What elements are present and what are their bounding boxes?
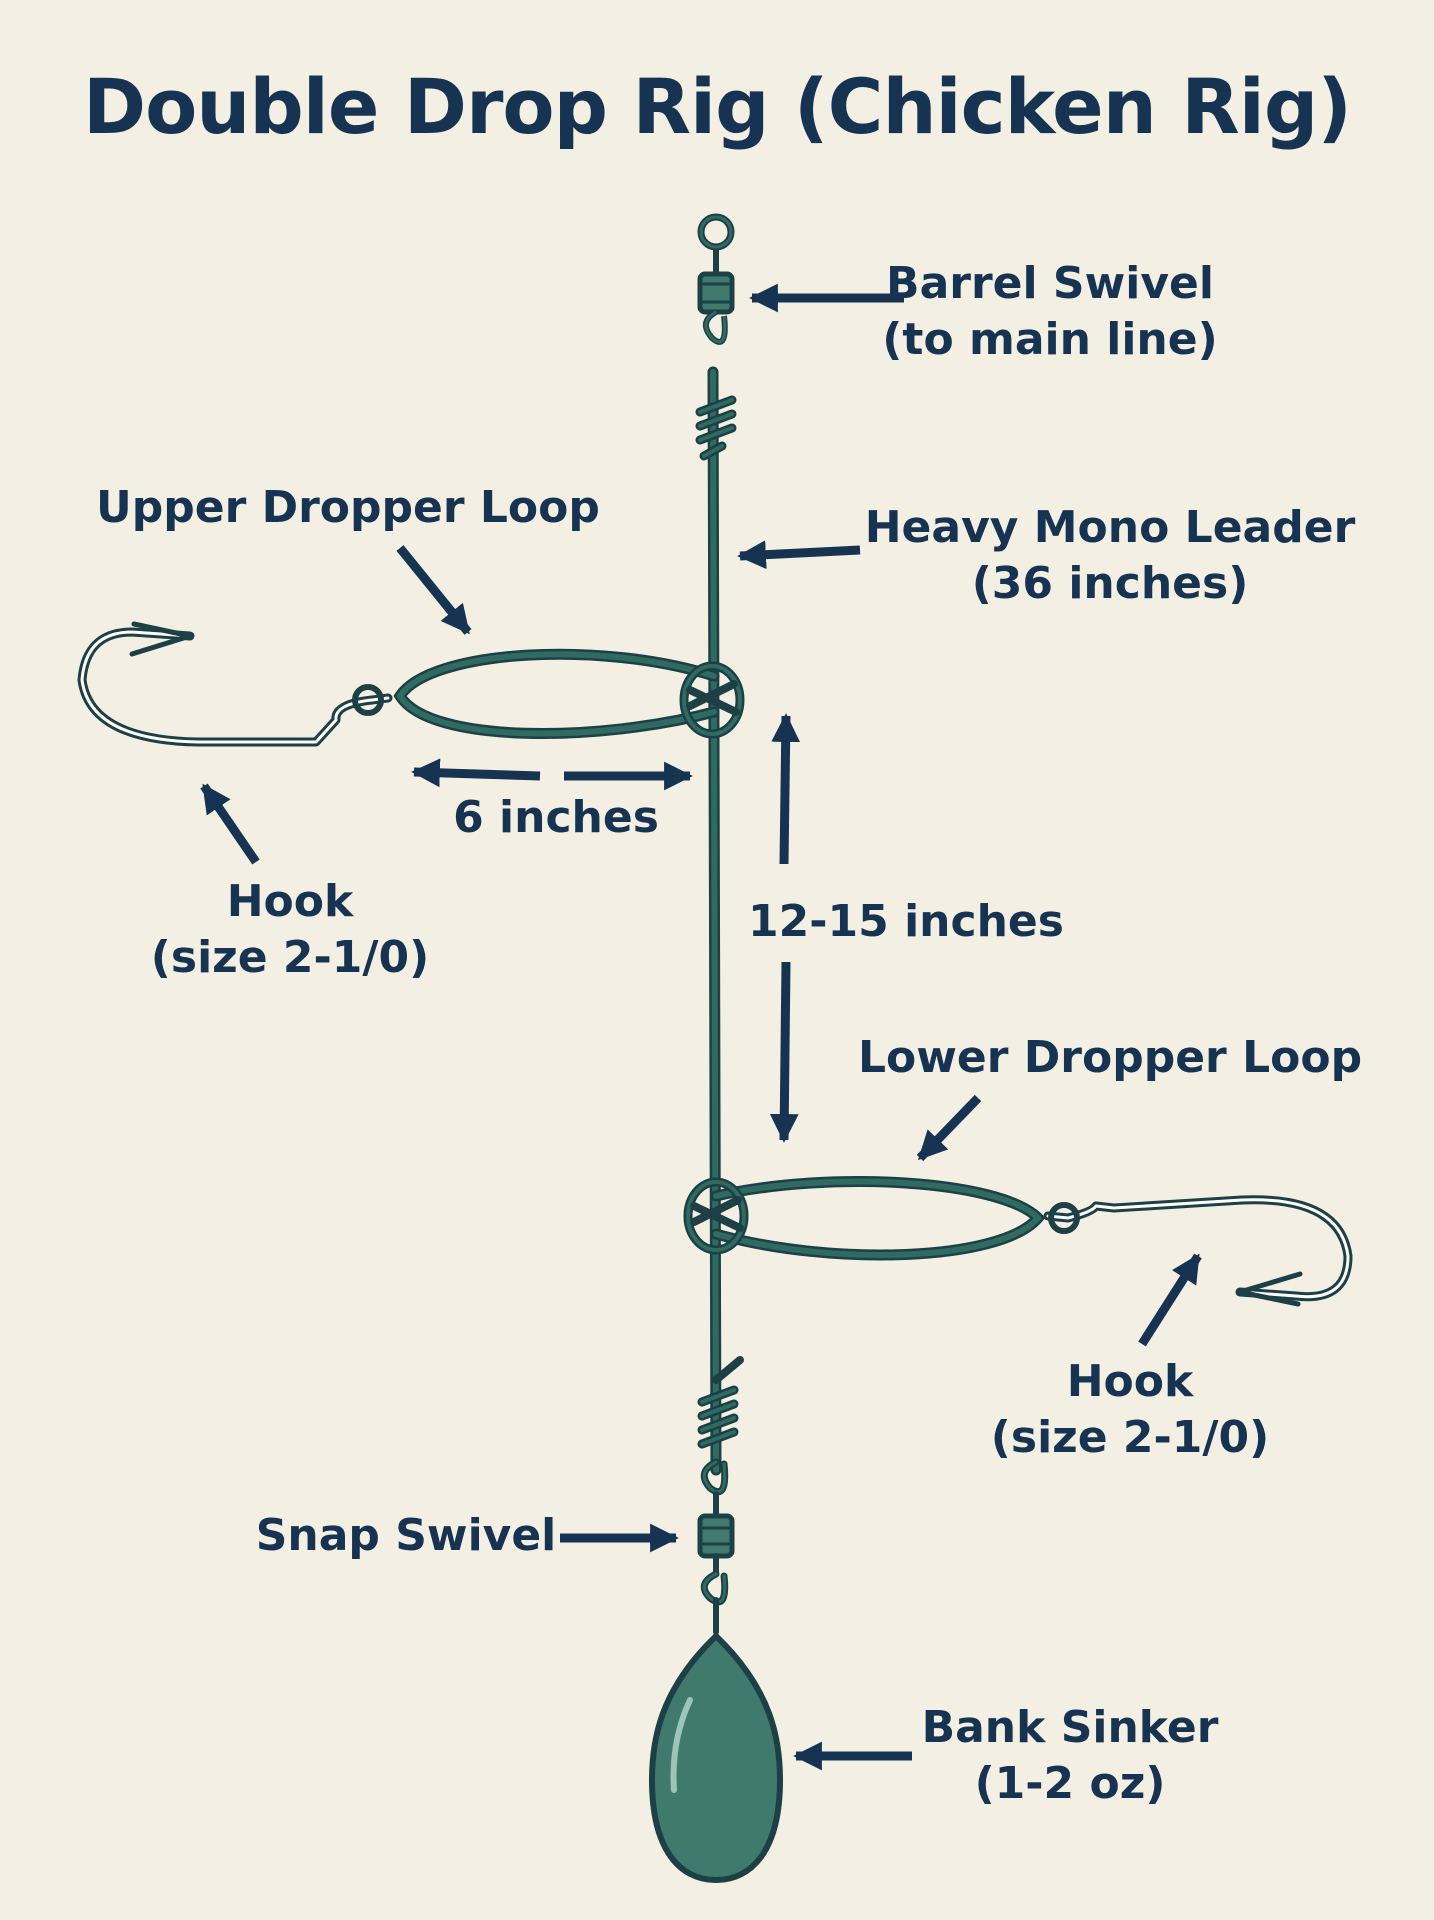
upper-length-arrow-left: [411, 758, 541, 788]
top-knot: [695, 395, 737, 461]
lower-hook-label: Hook (size 2-1/0): [980, 1354, 1280, 1466]
spacing-label: 12-15 inches: [748, 896, 1064, 947]
leader-label: Heavy Mono Leader (36 inches): [860, 500, 1360, 612]
sinker-label-line2: (1-2 oz): [974, 1758, 1166, 1809]
spacing-arrow-down: [769, 961, 799, 1143]
upper-loop-arrow: [396, 545, 472, 635]
lower-hook-arrow: [1138, 1253, 1202, 1347]
upper-hook-label-line1: Hook: [226, 876, 354, 927]
spacing-arrow-up: [771, 713, 801, 865]
annotation-arrows: [200, 283, 1202, 1771]
leader-arrow: [737, 540, 861, 570]
barrel-swivel-label: Barrel Swivel (to main line): [880, 256, 1220, 368]
lower-hook-label-line1: Hook: [1066, 1356, 1194, 1407]
sinker-label: Bank Sinker (1-2 oz): [900, 1700, 1240, 1812]
lower-loop-arrow: [916, 1094, 982, 1162]
bank-sinker: [648, 1631, 784, 1884]
bottom-knot: [697, 1356, 744, 1449]
lower-loop-label: Lower Dropper Loop: [858, 1032, 1363, 1083]
upper-hook-label-line2: (size 2-1/0): [150, 932, 430, 983]
upper-dropper-loop: [393, 648, 745, 739]
barrel-swivel-label-line2: (to main line): [882, 314, 1218, 365]
upper-hook-label: Hook (size 2-1/0): [140, 874, 440, 986]
snap-swivel: [697, 1458, 735, 1635]
upper-hook: [77, 621, 393, 747]
leader-label-line1: Heavy Mono Leader: [864, 502, 1356, 553]
lower-hook-label-line2: (size 2-1/0): [990, 1412, 1270, 1463]
lower-hook: [1043, 1195, 1353, 1307]
upper-hook-arrow: [200, 783, 260, 865]
sinker-label-line1: Bank Sinker: [921, 1702, 1219, 1753]
upper-length-label: 6 inches: [453, 792, 659, 843]
leader-line: [707, 366, 722, 1476]
page-title: Double Drop Rig (Chicken Rig): [83, 62, 1352, 151]
barrel-swivel: [697, 213, 735, 345]
barrel-swivel-label-line1: Barrel Swivel: [886, 258, 1214, 309]
upper-loop-label: Upper Dropper Loop: [96, 482, 600, 533]
lower-dropper-loop: [683, 1176, 1046, 1261]
snap-swivel-label: Snap Swivel: [255, 1510, 557, 1561]
leader-label-line2: (36 inches): [971, 558, 1249, 609]
